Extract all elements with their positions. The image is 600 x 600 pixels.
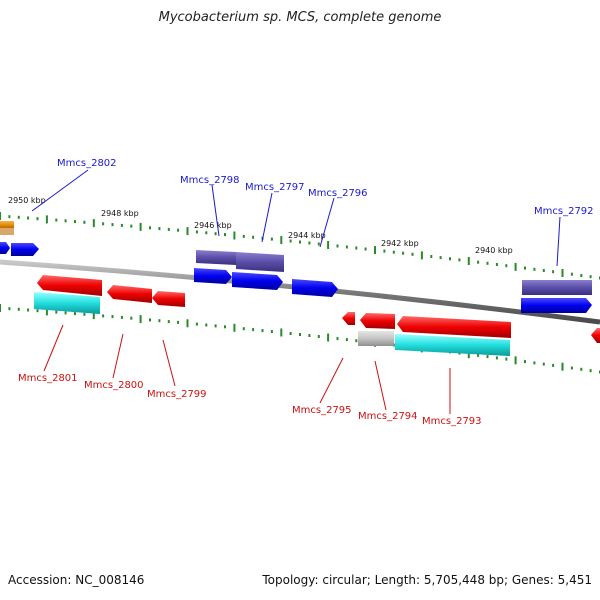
- leader-line-mmcs-2792: [556, 216, 561, 267]
- leader-line-mmcs-2801: [43, 324, 64, 372]
- leader-line-mmcs-2800: [112, 333, 124, 379]
- plus-strand-features: [0, 221, 592, 313]
- kbp-label-2942: 2942 kbp: [381, 239, 419, 248]
- gene-label-mmcs-2792[interactable]: Mmcs_2792: [534, 206, 594, 217]
- kbp-label-2940: 2940 kbp: [475, 246, 513, 255]
- leader-line-mmcs-2797: [261, 192, 273, 243]
- gene-feature-mmcs-2793[interactable]: [395, 334, 510, 356]
- genome-stats-text: Topology: circular; Length: 5,705,448 bp…: [262, 573, 592, 587]
- cds-feature-edge-right[interactable]: [591, 328, 600, 343]
- cds-feature-mmcs-2802[interactable]: [11, 243, 39, 256]
- leader-line-mmcs-2798: [211, 184, 220, 237]
- gene-feature-mmcs-2794[interactable]: [358, 331, 394, 346]
- cds-feature-mmcs-2801[interactable]: [37, 275, 102, 296]
- leader-line-mmcs-2799: [162, 339, 176, 387]
- gene-label-mmcs-2798[interactable]: Mmcs_2798: [180, 175, 240, 186]
- kbp-label-2944: 2944 kbp: [288, 231, 326, 240]
- leader-line-mmcs-2796: [319, 197, 335, 248]
- gene-label-mmcs-2794[interactable]: Mmcs_2794: [358, 411, 418, 422]
- cds-feature-mmcs-2792[interactable]: [521, 298, 592, 313]
- gene-feature-mmcs-2801[interactable]: [34, 292, 100, 314]
- cds-feature-mmcs-2799[interactable]: [152, 291, 185, 307]
- gene-label-mmcs-2801[interactable]: Mmcs_2801: [18, 373, 78, 384]
- inner-tick-track: [0, 304, 600, 374]
- gene-label-mmcs-2793[interactable]: Mmcs_2793: [422, 416, 482, 427]
- cds-feature-mmcs-2800[interactable]: [107, 285, 152, 303]
- gene-feature-edge-tan[interactable]: [0, 228, 14, 235]
- minus-strand-labels: Mmcs_2801 Mmcs_2800 Mmcs_2799 Mmcs_2795 …: [18, 373, 482, 427]
- gene-label-mmcs-2797[interactable]: Mmcs_2797: [245, 182, 305, 193]
- gene-feature-mmcs-2798[interactable]: [196, 250, 236, 265]
- plus-strand-labels: Mmcs_2802 Mmcs_2798 Mmcs_2797 Mmcs_2796 …: [57, 158, 594, 217]
- gene-feature-mmcs-2792[interactable]: [522, 280, 592, 295]
- kbp-label-2950: 2950 kbp: [8, 196, 46, 205]
- cds-feature-mmcs-2798[interactable]: [194, 268, 232, 284]
- accession-text: Accession: NC_008146: [8, 573, 145, 587]
- gene-feature-mmcs-2797[interactable]: [236, 252, 284, 272]
- cds-feature-edge-left[interactable]: [0, 242, 10, 254]
- leader-line-mmcs-2794: [374, 360, 387, 411]
- minus-strand-features: [34, 275, 600, 356]
- gene-label-mmcs-2799[interactable]: Mmcs_2799: [147, 389, 207, 400]
- gene-label-mmcs-2795[interactable]: Mmcs_2795: [292, 405, 352, 416]
- map-title: Mycobacterium sp. MCS, complete genome: [158, 10, 442, 25]
- leader-line-mmcs-2795: [319, 357, 344, 404]
- gene-feature-edge-orange[interactable]: [0, 221, 14, 229]
- label-leader-lines: [31, 169, 561, 414]
- cds-feature-mmcs-2795[interactable]: [342, 312, 355, 325]
- cds-feature-mmcs-2797[interactable]: [232, 272, 283, 290]
- cds-feature-mmcs-2796[interactable]: [292, 279, 338, 297]
- cds-feature-mmcs-2794[interactable]: [360, 313, 395, 329]
- gene-label-mmcs-2800[interactable]: Mmcs_2800: [84, 380, 144, 391]
- gene-label-mmcs-2802[interactable]: Mmcs_2802: [57, 158, 117, 169]
- gene-label-mmcs-2796[interactable]: Mmcs_2796: [308, 188, 368, 199]
- kbp-label-2946: 2946 kbp: [194, 221, 232, 230]
- kbp-label-2948: 2948 kbp: [101, 209, 139, 218]
- outer-tick-track: [0, 212, 600, 280]
- leader-line-mmcs-2802: [31, 169, 89, 212]
- cds-feature-mmcs-2793[interactable]: [397, 316, 511, 338]
